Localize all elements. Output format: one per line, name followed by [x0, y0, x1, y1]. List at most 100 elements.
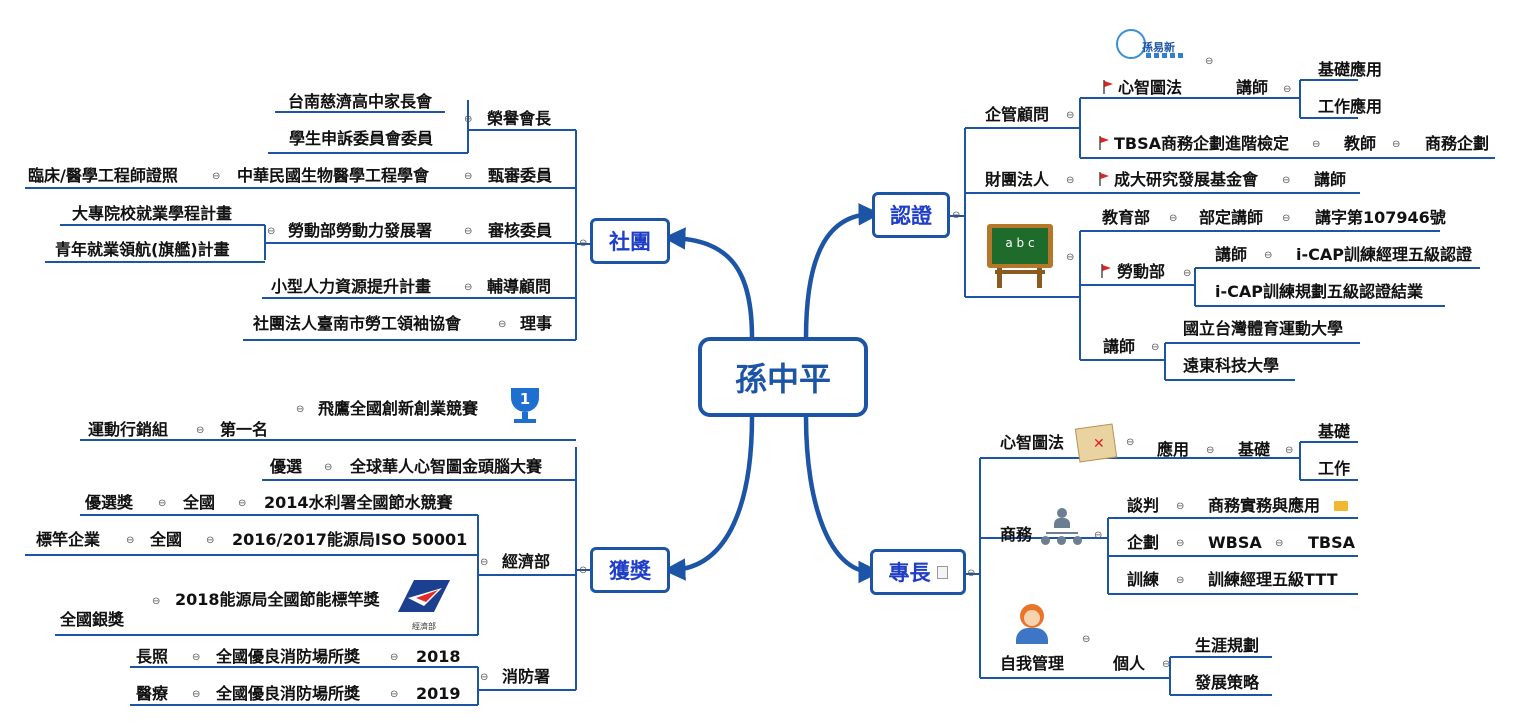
collapse-icon[interactable]: ⊖ [579, 238, 588, 249]
branch-awards[interactable]: 獲獎 [590, 547, 670, 593]
node-icap-planner[interactable]: i-CAP訓練規劃五級認證結業 [1215, 282, 1423, 301]
collapse-icon[interactable]: ⊖ [1169, 213, 1178, 224]
collapse-icon[interactable]: ⊖ [296, 404, 305, 415]
collapse-icon[interactable]: ⊖ [206, 535, 215, 546]
node-univ-program[interactable]: 大專院校就業學程計畫 [72, 204, 233, 223]
collapse-icon[interactable]: ⊖ [390, 652, 399, 663]
node-energy-2018[interactable]: 2018能源局全國節能標竿獎 [175, 590, 380, 609]
node-ntsu[interactable]: 國立台灣體育運動大學 [1183, 319, 1344, 338]
collapse-icon[interactable]: ⊖ [192, 652, 201, 663]
collapse-icon[interactable]: ⊖ [579, 565, 588, 576]
node-work[interactable]: 工作 [1318, 459, 1351, 478]
node-first-place[interactable]: 第一名 [220, 420, 269, 439]
node-strategy[interactable]: 發展策略 [1195, 673, 1260, 692]
node-excellent[interactable]: 優選 [270, 457, 303, 476]
node-mindmap-cert[interactable]: 心智圖法 [1118, 78, 1183, 97]
node-tainan-tzuchi[interactable]: 台南慈濟高中家長會 [288, 92, 433, 111]
collapse-icon[interactable]: ⊖ [1392, 139, 1401, 150]
collapse-icon[interactable]: ⊖ [1066, 110, 1075, 121]
node-negotiation[interactable]: 談判 [1127, 496, 1160, 515]
collapse-icon[interactable]: ⊖ [464, 171, 473, 182]
node-nation1[interactable]: 全國 [183, 493, 216, 512]
node-small-hr[interactable]: 小型人力資源提升計畫 [271, 277, 432, 296]
node-basic[interactable]: 基礎 [1238, 440, 1271, 459]
node-wbsa[interactable]: WBSA [1208, 533, 1262, 552]
node-training[interactable]: 訓練 [1127, 570, 1160, 589]
node-mol[interactable]: 勞動部 [1117, 262, 1166, 281]
node-medical[interactable]: 醫療 [136, 684, 169, 703]
collapse-icon[interactable]: ⊖ [480, 672, 489, 683]
collapse-icon[interactable]: ⊖ [212, 171, 221, 182]
collapse-icon[interactable]: ⊖ [1176, 501, 1185, 512]
collapse-icon[interactable]: ⊖ [464, 114, 473, 125]
node-biz-practice[interactable]: 商務實務與應用 [1208, 496, 1321, 515]
collapse-icon[interactable]: ⊖ [152, 596, 161, 607]
node-mindmap-skill[interactable]: 心智圖法 [1000, 433, 1065, 452]
collapse-icon[interactable]: ⊖ [1162, 659, 1171, 670]
collapse-icon[interactable]: ⊖ [1082, 634, 1091, 645]
collapse-icon[interactable]: ⊖ [1066, 175, 1075, 186]
node-year-2018[interactable]: 2018 [416, 647, 461, 666]
node-sports-marketing[interactable]: 運動行銷組 [88, 420, 169, 439]
node-icap-manager[interactable]: i-CAP訓練經理五級認證 [1296, 245, 1472, 264]
node-foundation-lecturer[interactable]: 講師 [1314, 170, 1347, 189]
node-moe[interactable]: 教育部 [1102, 208, 1151, 227]
node-youth-program[interactable]: 青年就業領航(旗艦)計畫 [55, 240, 230, 259]
node-teacher[interactable]: 教師 [1344, 134, 1377, 153]
node-tainan-labor[interactable]: 社團法人臺南市勞工領袖協會 [253, 314, 462, 333]
node-benchmark[interactable]: 標竿企業 [36, 530, 101, 549]
collapse-icon[interactable]: ⊖ [1264, 250, 1273, 261]
node-planning[interactable]: 企劃 [1127, 533, 1160, 552]
collapse-icon[interactable]: ⊖ [1285, 445, 1294, 456]
node-basic2[interactable]: 基礎 [1318, 422, 1351, 441]
collapse-icon[interactable]: ⊖ [1126, 437, 1135, 448]
collapse-icon[interactable]: ⊖ [126, 535, 135, 546]
collapse-icon[interactable]: ⊖ [324, 462, 333, 473]
node-ttt[interactable]: 訓練經理五級TTT [1208, 570, 1338, 589]
collapse-icon[interactable]: ⊖ [192, 689, 201, 700]
collapse-icon[interactable]: ⊖ [480, 557, 489, 568]
node-feu[interactable]: 遠東科技大學 [1183, 356, 1280, 375]
node-silver[interactable]: 全國銀獎 [60, 610, 125, 629]
node-moe-lecturer[interactable]: 部定講師 [1199, 208, 1264, 227]
collapse-icon[interactable]: ⊖ [1176, 538, 1185, 549]
node-biz-plan[interactable]: 商務企劃 [1425, 134, 1490, 153]
collapse-icon[interactable]: ⊖ [267, 226, 276, 237]
node-consultant[interactable]: 企管顧問 [985, 105, 1050, 124]
node-iso[interactable]: 2016/2017能源局ISO 50001 [232, 530, 468, 549]
collapse-icon[interactable]: ⊖ [1205, 56, 1214, 67]
node-fire-award-2018[interactable]: 全國優良消防場所獎 [216, 647, 361, 666]
node-mol-wda[interactable]: 勞動部勞動力發展署 [288, 221, 433, 240]
branch-certification[interactable]: 認證 [872, 192, 950, 238]
node-basic-app[interactable]: 基礎應用 [1318, 60, 1383, 79]
node-ncku-fund[interactable]: 成大研究發展基金會 [1114, 170, 1259, 189]
node-work-app[interactable]: 工作應用 [1318, 97, 1383, 116]
node-feiying[interactable]: 飛鷹全國創新創業競賽 [318, 399, 479, 418]
collapse-icon[interactable]: ⊖ [1183, 268, 1192, 279]
collapse-icon[interactable]: ⊖ [1151, 342, 1160, 353]
central-topic[interactable]: 孫中平 [698, 337, 868, 417]
node-moe-no[interactable]: 講字第107946號 [1315, 208, 1446, 227]
branch-society[interactable]: 社團 [590, 218, 670, 264]
node-foundation[interactable]: 財團法人 [985, 170, 1050, 189]
node-personal[interactable]: 個人 [1113, 654, 1146, 673]
collapse-icon[interactable]: ⊖ [1282, 175, 1291, 186]
collapse-icon[interactable]: ⊖ [1066, 252, 1075, 263]
node-honorary-chair[interactable]: 榮譽會長 [487, 109, 552, 128]
node-global-mindmap[interactable]: 全球華人心智圖金頭腦大賽 [350, 457, 543, 476]
collapse-icon[interactable]: ⊖ [952, 210, 961, 221]
collapse-icon[interactable]: ⊖ [1283, 84, 1292, 95]
node-excellent-award[interactable]: 優選獎 [85, 493, 134, 512]
node-lecturer2[interactable]: 講師 [1103, 337, 1136, 356]
collapse-icon[interactable]: ⊖ [158, 498, 167, 509]
collapse-icon[interactable]: ⊖ [196, 425, 205, 436]
collapse-icon[interactable]: ⊖ [1206, 445, 1215, 456]
collapse-icon[interactable]: ⊖ [498, 319, 507, 330]
node-audit-member[interactable]: 審核委員 [488, 221, 553, 240]
node-water-contest[interactable]: 2014水利署全國節水競賽 [264, 493, 453, 512]
node-moea[interactable]: 經濟部 [502, 552, 551, 571]
collapse-icon[interactable]: ⊖ [1094, 530, 1103, 541]
node-fire-agency[interactable]: 消防署 [502, 667, 551, 686]
collapse-icon[interactable]: ⊖ [464, 226, 473, 237]
collapse-icon[interactable]: ⊖ [967, 568, 976, 579]
